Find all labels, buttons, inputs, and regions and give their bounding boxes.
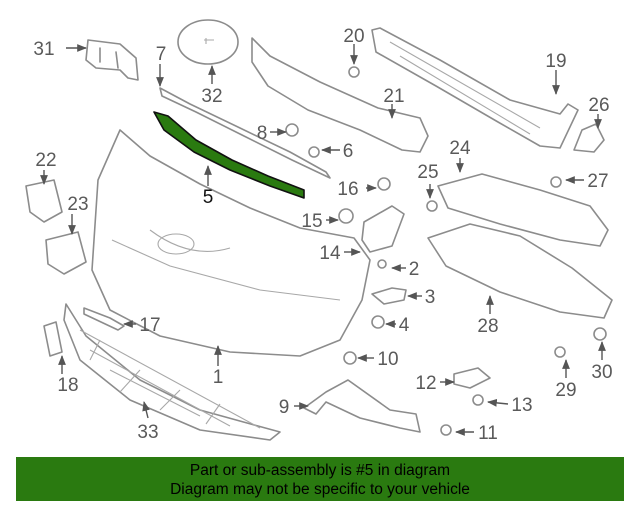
part-1-emblem-recess bbox=[157, 233, 195, 255]
callout-32: 32 bbox=[201, 86, 222, 107]
callout-31: 31 bbox=[33, 39, 54, 60]
callout-26: 26 bbox=[588, 95, 609, 116]
part-19-reinforcement bbox=[371, 27, 579, 149]
callout-19: 19 bbox=[545, 51, 566, 72]
part-18-seal bbox=[43, 321, 63, 357]
callout-29: 29 bbox=[555, 380, 576, 401]
callout-30: 30 bbox=[591, 362, 612, 383]
callout-15: 15 bbox=[301, 211, 322, 232]
info-banner: Part or sub-assembly is #5 in diagram Di… bbox=[16, 457, 624, 501]
part-26-bracket bbox=[573, 123, 605, 153]
banner-line-disclaimer: Diagram may not be specific to your vehi… bbox=[170, 481, 470, 498]
callout-11: 11 bbox=[478, 423, 498, 444]
callout-6: 6 bbox=[343, 141, 354, 162]
part-23-side-trim bbox=[45, 231, 87, 275]
fasteners bbox=[285, 66, 607, 436]
callout-7: 7 bbox=[156, 44, 167, 65]
callout-17: 17 bbox=[139, 315, 160, 336]
callout-1: 1 bbox=[213, 367, 224, 388]
callout-27: 27 bbox=[587, 171, 608, 192]
part-14-bracket bbox=[361, 205, 405, 253]
callout-9: 9 bbox=[279, 397, 290, 418]
part-33-lower-grille bbox=[63, 303, 281, 441]
part-32-mark bbox=[204, 38, 214, 44]
banner-line-part-number: Part or sub-assembly is #5 in diagram bbox=[189, 462, 451, 479]
part-12-bracket bbox=[453, 367, 491, 389]
part-19-detail bbox=[389, 41, 541, 135]
part-32-emblem bbox=[177, 19, 239, 65]
callout-2: 2 bbox=[409, 259, 420, 280]
part-28-undercover bbox=[427, 223, 613, 319]
callout-25: 25 bbox=[417, 162, 438, 183]
part-1-bumper-cover bbox=[91, 129, 371, 357]
callout-33: 33 bbox=[137, 422, 158, 443]
callout-20: 20 bbox=[343, 26, 364, 47]
parts-diagram: 31 7 32 20 19 21 26 8 6 5 22 16 24 25 27… bbox=[25, 19, 613, 444]
leader-lines bbox=[40, 44, 606, 436]
part-5-grille-molding bbox=[153, 111, 305, 199]
part-7-molding bbox=[159, 87, 331, 179]
part-31-bracket bbox=[85, 39, 139, 81]
callout-23: 23 bbox=[67, 194, 88, 215]
part-1-detail bbox=[111, 229, 341, 301]
part-24-undercover bbox=[437, 173, 609, 247]
callout-24: 24 bbox=[449, 138, 471, 159]
callout-16: 16 bbox=[337, 179, 358, 200]
callout-22: 22 bbox=[35, 150, 56, 171]
part-17-strip bbox=[83, 307, 125, 331]
callout-13: 13 bbox=[511, 395, 532, 416]
callout-4: 4 bbox=[399, 315, 410, 336]
callout-labels: 31 7 32 20 19 21 26 8 6 5 22 16 24 25 27… bbox=[33, 26, 612, 444]
callout-8: 8 bbox=[257, 123, 268, 144]
callout-14: 14 bbox=[319, 243, 341, 264]
part-21-absorber bbox=[251, 37, 429, 153]
callout-3: 3 bbox=[425, 287, 436, 308]
callout-21: 21 bbox=[383, 86, 404, 107]
part-9-bracket bbox=[303, 379, 421, 433]
part-22-side-trim bbox=[25, 179, 63, 223]
part-3-bracket bbox=[371, 287, 407, 305]
callout-10: 10 bbox=[377, 349, 398, 370]
part-33-mesh bbox=[79, 329, 261, 429]
callout-5: 5 bbox=[203, 187, 214, 208]
callout-18: 18 bbox=[57, 375, 78, 396]
callout-12: 12 bbox=[415, 373, 436, 394]
callout-28: 28 bbox=[477, 316, 498, 337]
